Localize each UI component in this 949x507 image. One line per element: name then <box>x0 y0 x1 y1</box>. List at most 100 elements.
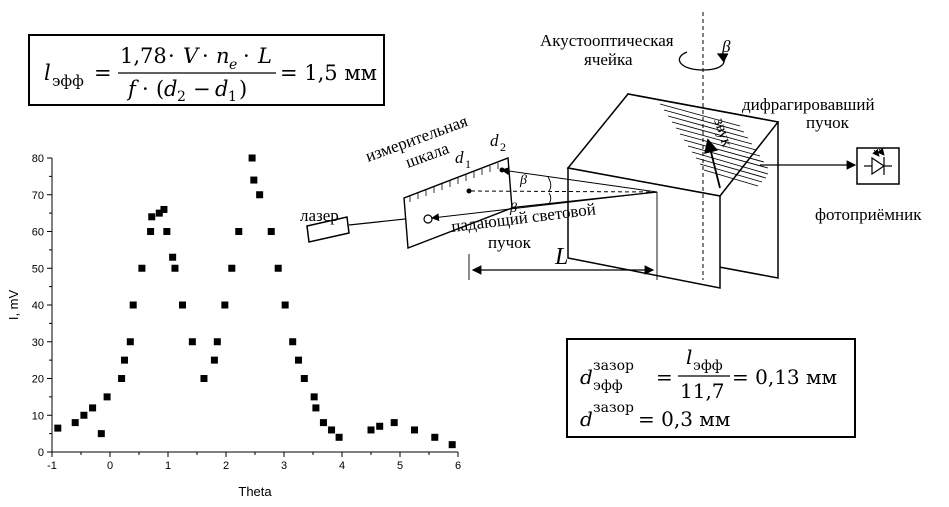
formula1-lhs-sub: эфф <box>52 72 84 90</box>
chart-point <box>179 301 186 309</box>
formula-box-effective-length: l эфф = 1,78 · V · n e · L f · ( d 2 − d… <box>28 34 385 106</box>
acoustic-grating <box>659 103 769 187</box>
chart-point <box>80 411 88 419</box>
formula1-dot-3: · <box>243 44 250 68</box>
formula2-num-l-sub: эфф <box>693 358 723 374</box>
chart-point <box>256 191 264 199</box>
chart-point <box>228 264 236 272</box>
chart-point <box>126 338 134 346</box>
chart-x-tick-label: 2 <box>223 460 229 472</box>
chart-y-tick-label: 80 <box>32 153 44 165</box>
chart-point <box>54 424 62 432</box>
d2-label: d <box>490 131 499 150</box>
chart-point <box>319 419 327 427</box>
formula2-result: = 0,13 мм <box>732 365 837 389</box>
formula1-paren-open: ( <box>156 77 164 101</box>
formula2-den: 11,7 <box>680 379 725 403</box>
chart-point <box>121 356 128 364</box>
sound-arrow <box>704 138 721 189</box>
chart-y-tick-label: 60 <box>32 227 44 239</box>
chart-point <box>148 213 156 221</box>
chart-point <box>300 375 308 382</box>
chart-point <box>221 301 229 309</box>
formula1-den-f: f <box>126 77 139 101</box>
chart-y-tick-label: 70 <box>32 190 44 202</box>
formula2-lhs-symbol: d <box>580 365 593 389</box>
chart-point <box>267 228 275 235</box>
distance-l-label: L <box>554 244 568 270</box>
chart-point <box>250 176 258 184</box>
chart-point <box>367 426 375 434</box>
diffracted-label-line1: дифрагировавший <box>742 95 875 114</box>
formula2-lhs-sup: зазор <box>593 358 634 374</box>
formula1-num-v: V <box>183 44 200 68</box>
formula1-lhs-symbol: l <box>44 61 51 85</box>
chart-point <box>448 441 456 449</box>
photoreceiver-label: фотоприёмник <box>815 205 922 224</box>
chart-point <box>71 419 79 427</box>
chart-point <box>129 301 137 309</box>
chart-x-tick-label: 1 <box>165 460 171 472</box>
chart-point <box>163 228 171 235</box>
chart-point <box>169 253 177 261</box>
chart-point <box>155 209 163 217</box>
beta-upper-label: β <box>519 173 527 188</box>
chart-point <box>147 228 155 235</box>
chart-x-tick-label: -1 <box>47 460 57 472</box>
chart-point <box>312 404 320 412</box>
formula1-den-d1: d <box>215 77 228 101</box>
d2-sub-label: 2 <box>500 140 506 154</box>
chart-y-tick-label: 40 <box>32 300 44 312</box>
chart-x-tick-label: 3 <box>281 460 287 472</box>
cell-label-line1: Акустооптическая <box>540 31 674 50</box>
formula2-equals: = <box>656 365 673 389</box>
chart-y-axis-label: I, mV <box>6 290 21 321</box>
chart-point <box>210 356 218 364</box>
chart-point <box>310 393 318 401</box>
formula-gap: d зазор эфф = l эфф 11,7 = 0,13 мм d заз… <box>580 345 837 431</box>
chart-point <box>274 264 282 272</box>
chart-point <box>89 404 97 412</box>
chart-point <box>160 205 168 213</box>
chart-x-tick-label: 6 <box>455 460 461 472</box>
chart-point <box>118 375 126 382</box>
diffracted-label-line2: пучок <box>806 113 850 132</box>
chart-point <box>235 228 243 235</box>
formula1-result: = 1,5 мм <box>280 61 377 85</box>
formula2-line2-result: = 0,3 мм <box>638 407 730 431</box>
formula2-num-l: l <box>686 345 692 369</box>
chart-point <box>390 419 398 427</box>
formula1-dot-4: · <box>142 77 149 101</box>
formula1-equals: = <box>94 61 112 85</box>
formula-box-gap: d зазор эфф = l эфф 11,7 = 0,13 мм d заз… <box>566 338 856 438</box>
sound-label: звук <box>710 116 735 149</box>
chart-point <box>411 426 418 434</box>
chart-points <box>54 154 456 449</box>
chart-point <box>97 430 105 438</box>
formula1-den-d2-sub: 2 <box>177 89 186 105</box>
chart-y-tick-label: 30 <box>32 337 44 349</box>
chart-point <box>281 301 289 309</box>
formula1-den-d1-sub: 1 <box>228 89 237 105</box>
incident-label-line2: пучок <box>488 233 532 252</box>
formula1-num-coef: 1,78 <box>120 44 167 68</box>
chart-point <box>171 264 179 272</box>
chart-point <box>138 264 146 272</box>
formula-effective-length: l эфф = 1,78 · V · n e · L f · ( d 2 − d… <box>44 44 377 105</box>
formula1-den-d2: d <box>164 77 177 101</box>
chart-point <box>289 338 297 346</box>
chart-y-tick-label: 50 <box>32 263 44 275</box>
incident-label-line1: падающий световой <box>450 199 597 236</box>
formula1-num-n-sub: e <box>229 57 237 73</box>
rotation-angle-label: β <box>721 37 731 56</box>
cell-label-line2: ячейка <box>584 50 633 69</box>
formula2-line2-sup: зазор <box>593 400 634 416</box>
chart-y-tick-label: 10 <box>32 410 44 422</box>
chart-point <box>431 433 439 441</box>
formula1-minus: − <box>193 77 211 101</box>
chart-point <box>295 356 302 364</box>
formula2-line2-symbol: d <box>580 407 593 431</box>
chart-x-tick-label: 4 <box>339 460 345 472</box>
